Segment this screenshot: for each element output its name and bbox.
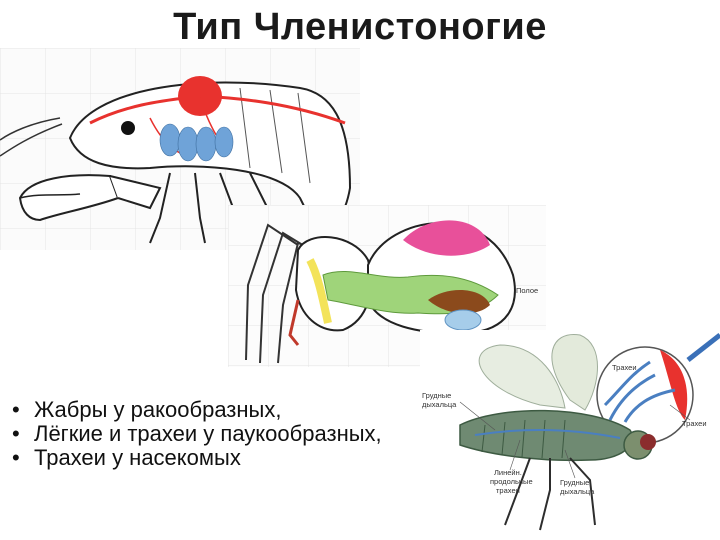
bullet-item: •Лёгкие и трахеи у паукообразных, [12,421,382,446]
insect-label-trachea-inset: Трахеи [612,363,637,372]
gills-shape [159,123,234,162]
insect-label-thoracic-2: дыхальца [560,487,595,496]
bullet-text: Трахеи у насекомых [34,445,241,470]
bullet-item: •Трахеи у насекомых [12,445,241,470]
bullet-item: •Жабры у ракообразных, [12,397,282,422]
lung-shape [403,220,490,256]
page-title: Тип Членистоногие [173,6,547,48]
bullet-text: Жабры у ракообразных, [34,397,282,422]
insect-label-lateral-3: трахеи [496,486,520,495]
bullet-list: •Жабры у ракообразных, •Лёгкие и трахеи … [10,398,410,470]
insect-diagram: Грудные дыхальца Трахеи Трахеи Линейн. п… [420,330,720,540]
crayfish-diagram [0,48,360,250]
spider-side-label: Полое [516,286,538,295]
bullet-text: Лёгкие и трахеи у паукообразных, [34,421,382,446]
insect-label-spiracles-top: Грудные [422,391,451,400]
insect-label-thoracic-1: Грудные [560,478,589,487]
insect-label-lateral-2: продольные [490,477,533,486]
insect-label-trachea-right: Трахеи [682,419,707,428]
insect-label-lateral-1: Линейн. [494,468,522,477]
insect-label-spiracles-bottom: дыхальца [422,400,457,409]
